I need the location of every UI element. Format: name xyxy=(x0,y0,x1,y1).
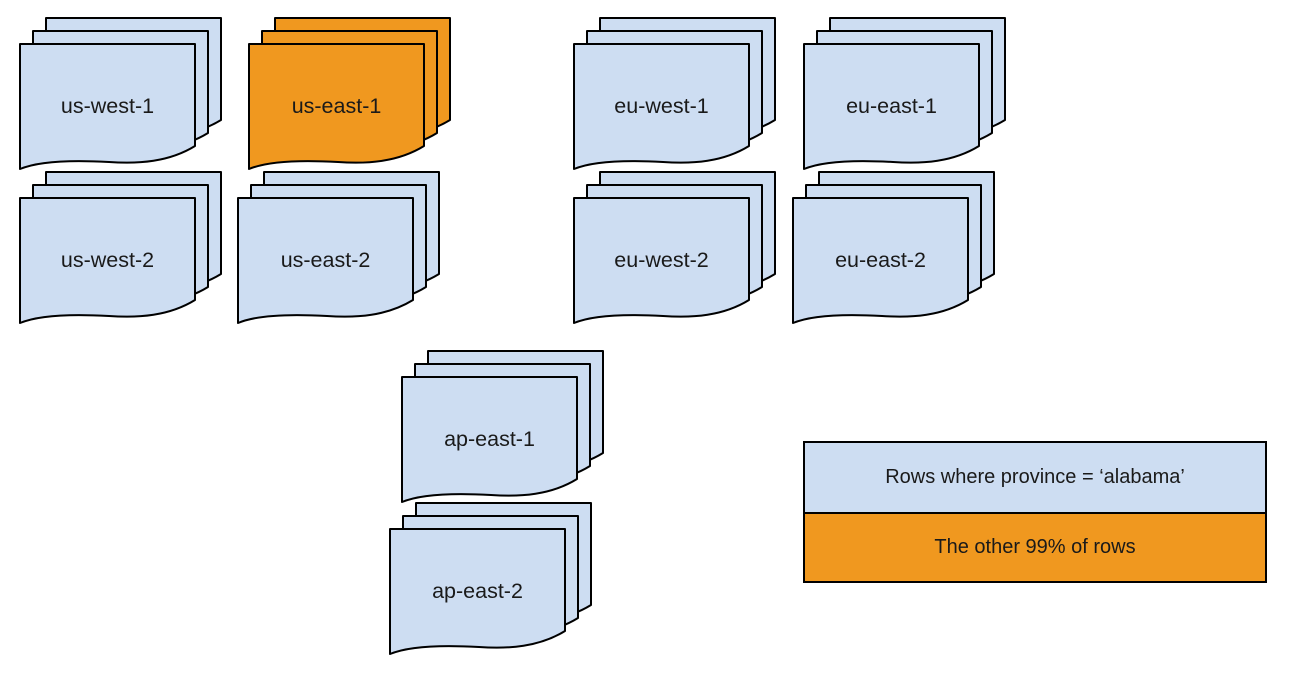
region-label: us-east-2 xyxy=(281,248,371,272)
legend-item-alabama-rows: Rows where province = ‘alabama’ xyxy=(805,443,1265,512)
region-stack-eu-west-2: eu-west-2 xyxy=(573,171,776,324)
region-stack-us-east-2: us-east-2 xyxy=(237,171,440,324)
region-stack-eu-east-1: eu-east-1 xyxy=(803,17,1006,170)
region-stack-ap-east-1: ap-east-1 xyxy=(401,350,604,503)
region-stack-eu-east-2: eu-east-2 xyxy=(792,171,995,324)
region-label: eu-east-2 xyxy=(835,248,926,272)
document-shape-front xyxy=(248,43,425,170)
document-shape-front xyxy=(389,528,566,655)
legend-item-other-rows-label: The other 99% of rows xyxy=(934,536,1136,558)
region-stack-eu-west-1: eu-west-1 xyxy=(573,17,776,170)
region-label: eu-west-2 xyxy=(614,248,708,272)
document-shape-front xyxy=(573,197,750,324)
document-shape-front xyxy=(792,197,969,324)
legend-item-alabama-rows-label: Rows where province = ‘alabama’ xyxy=(885,466,1185,488)
region-stack-ap-east-2: ap-east-2 xyxy=(389,502,592,655)
region-label: ap-east-2 xyxy=(432,579,523,603)
document-shape-front xyxy=(803,43,980,170)
legend-item-other-rows: The other 99% of rows xyxy=(805,512,1265,581)
region-stack-us-east-1: us-east-1 xyxy=(248,17,451,170)
region-label: ap-east-1 xyxy=(444,427,535,451)
document-shape-front xyxy=(19,197,196,324)
document-shape-front xyxy=(401,376,578,503)
region-label: us-east-1 xyxy=(292,94,382,118)
region-label: us-west-1 xyxy=(61,94,154,118)
region-stack-us-west-2: us-west-2 xyxy=(19,171,222,324)
document-shape-front xyxy=(573,43,750,170)
region-label: eu-east-1 xyxy=(846,94,937,118)
document-shape-front xyxy=(19,43,196,170)
region-label: eu-west-1 xyxy=(614,94,708,118)
region-stack-us-west-1: us-west-1 xyxy=(19,17,222,170)
document-shape-front xyxy=(237,197,414,324)
region-label: us-west-2 xyxy=(61,248,154,272)
legend: Rows where province = ‘alabama’ The othe… xyxy=(803,441,1267,583)
